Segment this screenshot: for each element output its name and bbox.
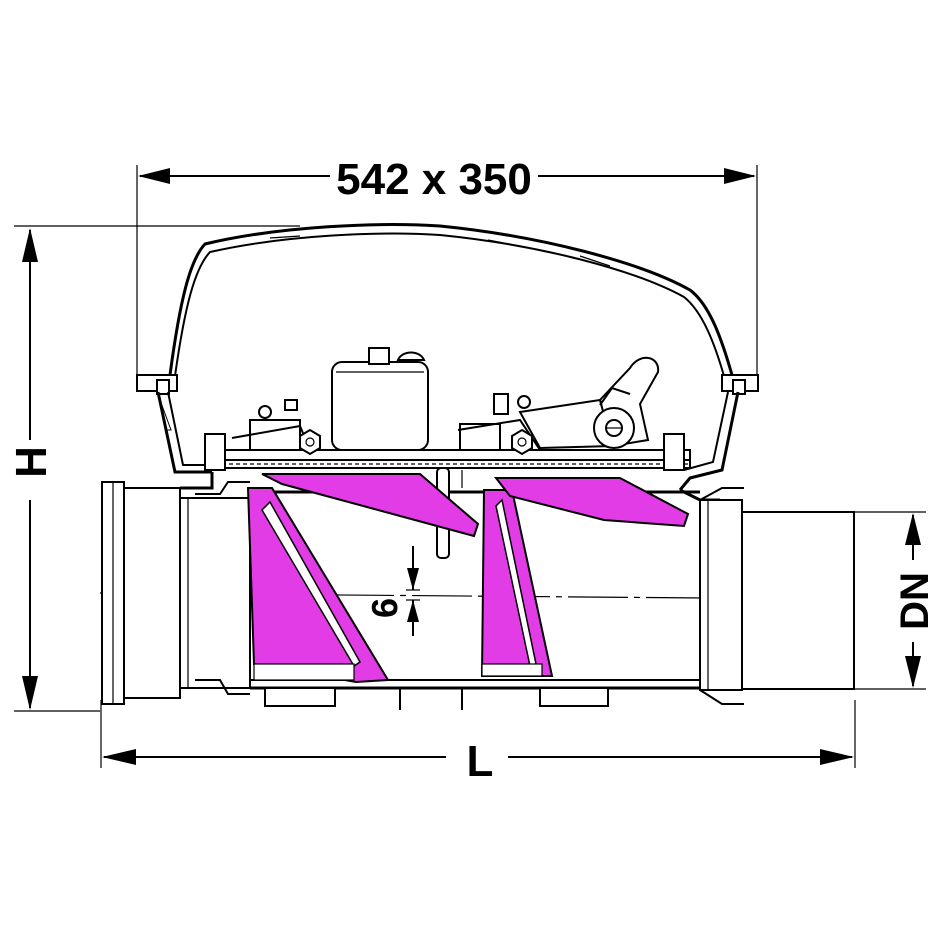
bolt-head: [284, 399, 298, 411]
lid-clip-right: [732, 379, 746, 395]
arrow-head-icon: [138, 168, 170, 184]
length-label: L: [467, 737, 494, 786]
actuator-cable: [396, 351, 426, 361]
top-size-label: 542 x 350: [336, 155, 532, 204]
flaps: [246, 473, 690, 684]
inlet-pipe: [179, 497, 251, 689]
hex-bolt-icon: [299, 428, 321, 456]
housing-wall-left-inner: [167, 391, 212, 466]
lid-rib: [487, 239, 521, 247]
arrow-head-icon: [407, 568, 419, 590]
lever-spring: [599, 386, 631, 406]
arrow-head-icon: [724, 168, 756, 184]
arrow-head-icon: [102, 749, 136, 765]
hex-bolts: [258, 393, 533, 456]
pin-icon: [517, 395, 531, 409]
frame-bracket-left: [204, 433, 226, 471]
housing-wall-left: [156, 391, 212, 474]
frame-seal-plate: [211, 459, 691, 469]
actuator-body: [331, 361, 429, 451]
frame-block-middle: [459, 423, 501, 451]
valve-frame: [204, 418, 691, 471]
actuator-box: [331, 347, 429, 451]
pipe-body: [101, 467, 855, 710]
outlet-socket: [699, 499, 743, 691]
height-dimension: H: [7, 225, 300, 712]
top-dimension: 542 x 350: [136, 155, 758, 392]
base-foot-left: [264, 687, 336, 707]
diameter-dimension: DN: [855, 511, 937, 690]
flap-right-upper: [493, 477, 690, 528]
frame-block-left: [249, 419, 301, 451]
height-label: H: [7, 446, 56, 478]
arrow-head-icon: [820, 749, 854, 765]
inlet-socket: [123, 487, 181, 699]
offset-label: 9: [364, 598, 405, 618]
actuator-connector: [368, 347, 390, 365]
outlet-spigot: [741, 511, 855, 690]
arrow-head-icon: [905, 656, 921, 688]
housing-wall-right-inner: [683, 391, 729, 471]
arrow-head-icon: [22, 676, 38, 710]
base-foot-right: [539, 687, 609, 707]
bolt-head: [493, 393, 509, 415]
outlet-clip-top: [699, 487, 744, 501]
inlet-clip-bottom: [195, 679, 250, 695]
lid-rib: [269, 235, 301, 239]
flap-left-upper: [261, 473, 480, 538]
lid-rib: [579, 255, 611, 267]
housing-wall-right: [678, 391, 740, 491]
pin-icon: [258, 405, 272, 419]
cover-lid: [136, 223, 759, 395]
frame-bracket-right: [663, 433, 685, 471]
lid-outline: [168, 223, 734, 376]
lever-mechanism: [518, 357, 660, 450]
frame-top-plate: [211, 449, 691, 461]
offset-dimension: 9: [364, 546, 420, 636]
inlet-clip-top: [195, 481, 250, 495]
diameter-label: DN: [893, 572, 937, 630]
housing-top-left: [180, 472, 214, 490]
lid-clip-left: [156, 379, 170, 395]
hex-bolt-icon: [511, 428, 533, 456]
frame-lever-right: [457, 418, 541, 451]
arrow-head-icon: [905, 513, 921, 545]
length-dimension: L: [100, 700, 856, 786]
arrow-head-icon: [407, 600, 419, 622]
lid-inner-outline: [174, 232, 725, 377]
arrow-head-icon: [22, 228, 38, 262]
outlet-clip-bottom: [699, 689, 744, 705]
